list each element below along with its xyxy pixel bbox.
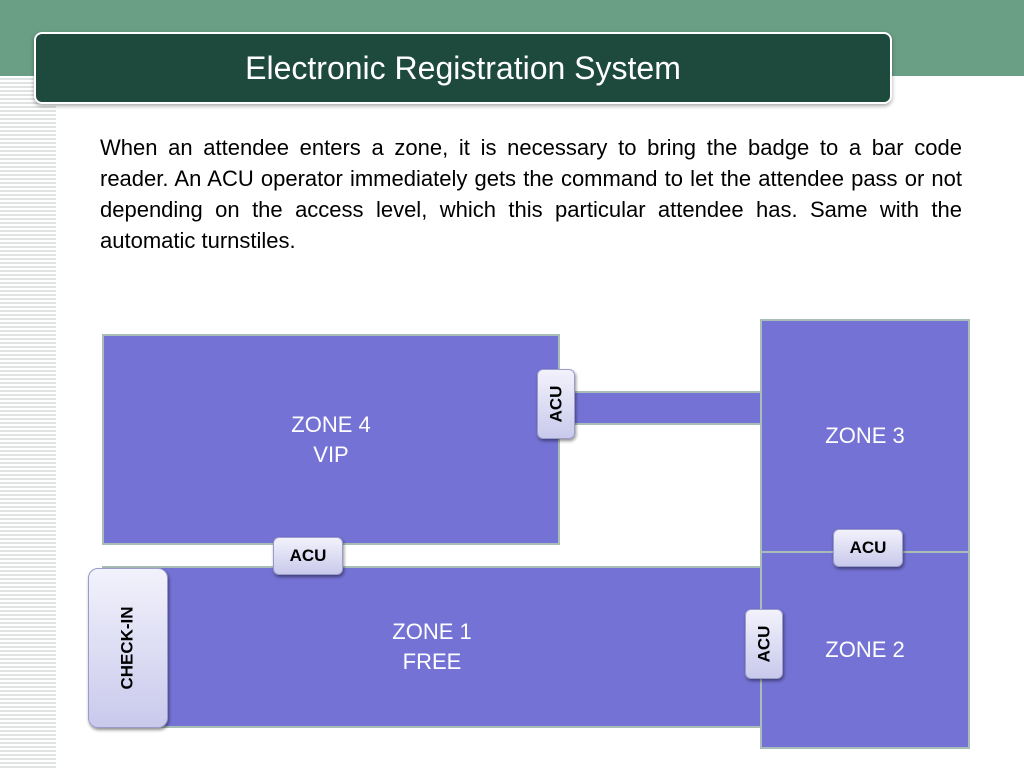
zone-1-label: ZONE 1 FREE: [392, 619, 472, 674]
acu-zone4-zone1: ACU: [273, 537, 343, 575]
zone-2-label: ZONE 2: [825, 637, 905, 662]
acu-label: ACU: [546, 385, 565, 423]
decorative-stripes: [0, 76, 56, 768]
slide-title: Electronic Registration System: [245, 49, 681, 86]
title-bar: Electronic Registration System: [34, 32, 892, 104]
check-in-point: CHECK-IN: [88, 568, 168, 728]
acu-label: ACU: [849, 538, 887, 557]
acu-zone3-zone2: ACU: [833, 529, 903, 567]
zone-4: ZONE 4 VIP: [102, 334, 560, 545]
zone-3: ZONE 3: [760, 319, 970, 553]
acu-label: ACU: [289, 546, 327, 565]
acu-label: ACU: [754, 625, 773, 663]
check-in-label: CHECK-IN: [118, 606, 138, 690]
zone-3-label: ZONE 3: [825, 423, 905, 448]
description-paragraph: When an attendee enters a zone, it is ne…: [100, 135, 962, 253]
zone-4-zone-3-corridor: [558, 391, 762, 425]
acu-zone1-zone2: ACU: [745, 609, 783, 679]
zone-4-label: ZONE 4 VIP: [291, 411, 371, 467]
zone-2: ZONE 2: [760, 551, 970, 749]
acu-zone4-zone3: ACU: [537, 369, 575, 439]
zone-1: ZONE 1 FREE: [102, 566, 762, 728]
